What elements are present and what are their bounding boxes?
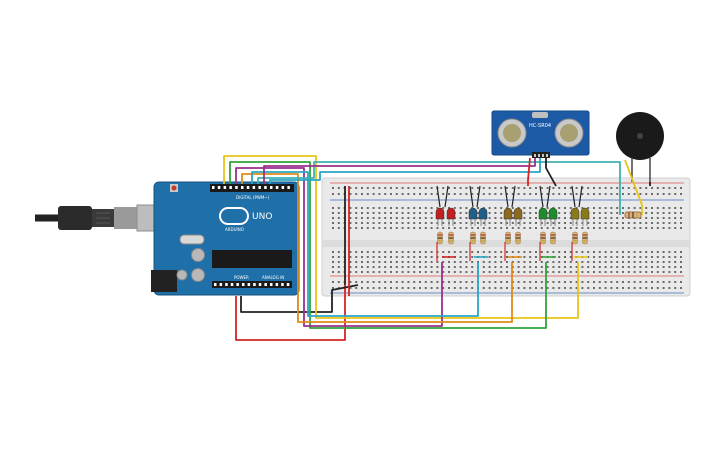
- arduino-uno-board: UNO ARDUINO DIGITAL (PWM~) POWER ANALOG …: [151, 181, 300, 296]
- led-2: [468, 207, 478, 226]
- led-ground-wire-1: [444, 185, 449, 208]
- led-ground-wire-9: [578, 185, 583, 208]
- resistor-8: [572, 231, 578, 245]
- resistor-3: [480, 231, 486, 245]
- resistor-9: [582, 231, 588, 245]
- power-pins-label: POWER: [234, 275, 249, 280]
- led-array: [435, 207, 590, 226]
- ultrasonic-sensor: HC-SR04: [491, 110, 590, 158]
- wire-cyan-8: [251, 171, 479, 317]
- led-3: [478, 207, 488, 226]
- led-1: [446, 207, 456, 226]
- led-ground-wire-7: [546, 185, 551, 208]
- resistor-5: [515, 231, 521, 245]
- wire-black-12: [545, 158, 557, 187]
- led-7: [548, 207, 558, 226]
- wire-yellow-15: [624, 159, 643, 215]
- led-8: [570, 207, 580, 226]
- led-ground-wire-2: [469, 185, 474, 208]
- led-0: [435, 207, 445, 226]
- buzzer-resistor: [624, 211, 642, 219]
- jumper-wires: [223, 155, 651, 341]
- wire-teal-9: [257, 161, 621, 215]
- resistor-1: [448, 231, 454, 245]
- wire-black-1: [240, 284, 359, 313]
- led-ground-wire-0: [436, 185, 441, 208]
- led-ground-wire-4: [504, 185, 509, 208]
- arduino-brand-label: ARDUINO: [225, 227, 244, 232]
- led-4: [503, 207, 513, 226]
- resistor-6: [540, 231, 546, 245]
- resistor-2: [470, 231, 476, 245]
- led-5: [513, 207, 523, 226]
- led-9: [580, 207, 590, 226]
- led-ground-wire-5: [511, 185, 516, 208]
- resistor-array: [437, 231, 588, 258]
- usb-cable: [35, 204, 172, 232]
- wire-cyan-11: [269, 158, 541, 184]
- wire-yellow-4: [223, 155, 579, 319]
- digital-pins-label: DIGITAL (PWM~): [236, 195, 270, 200]
- piezo-buzzer: [616, 112, 664, 182]
- arduino-model-label: UNO: [252, 212, 272, 222]
- wire-orange-7: [241, 173, 513, 323]
- resistor-4: [505, 231, 511, 245]
- sensor-model-label: HC-SR04: [529, 123, 551, 129]
- led-ground-wire-8: [571, 185, 576, 208]
- led-6: [538, 207, 548, 226]
- wire-red-0: [235, 285, 346, 341]
- wire-purple-10: [263, 158, 536, 184]
- wire-green-5: [229, 161, 547, 329]
- resistor-7: [550, 231, 556, 245]
- resistor-0: [437, 231, 443, 245]
- analog-pins-label: ANALOG IN: [262, 275, 284, 280]
- led-ground-wire-6: [539, 185, 544, 208]
- led-ground-wire-3: [476, 185, 481, 208]
- wire-red-13: [527, 157, 531, 186]
